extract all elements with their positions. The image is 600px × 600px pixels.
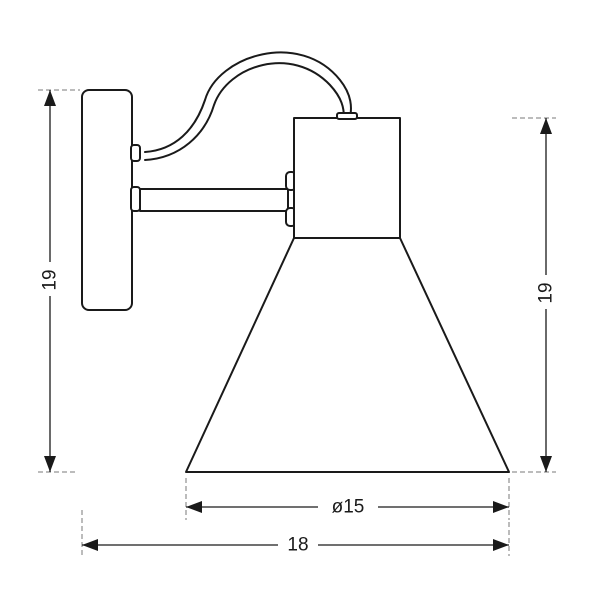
power-cable — [144, 51, 352, 153]
right-height-arrow-top — [540, 118, 552, 134]
left-height-arrow-top — [44, 90, 56, 106]
wall-mount-plate — [81, 89, 133, 311]
shade-diameter-label: ø15 — [332, 497, 365, 518]
diameter-arrow-right — [493, 501, 509, 513]
right-height-arrow-bottom — [540, 456, 552, 472]
total-width-label: 18 — [287, 535, 308, 556]
plate-bolt-bottom — [130, 186, 141, 212]
right-height-label: 19 — [536, 282, 557, 303]
left-height-arrow-bottom — [44, 456, 56, 472]
lamp-arm — [139, 188, 289, 212]
lamp-shade — [185, 237, 510, 473]
plate-bolt-top — [130, 144, 141, 162]
diameter-arrow-left — [186, 501, 202, 513]
lamp-head-cylinder — [293, 117, 401, 239]
cable-gland — [336, 112, 358, 120]
power-cable-inner — [144, 62, 345, 161]
width-arrow-left — [82, 539, 98, 551]
width-arrow-right — [493, 539, 509, 551]
left-height-label: 19 — [40, 269, 61, 290]
